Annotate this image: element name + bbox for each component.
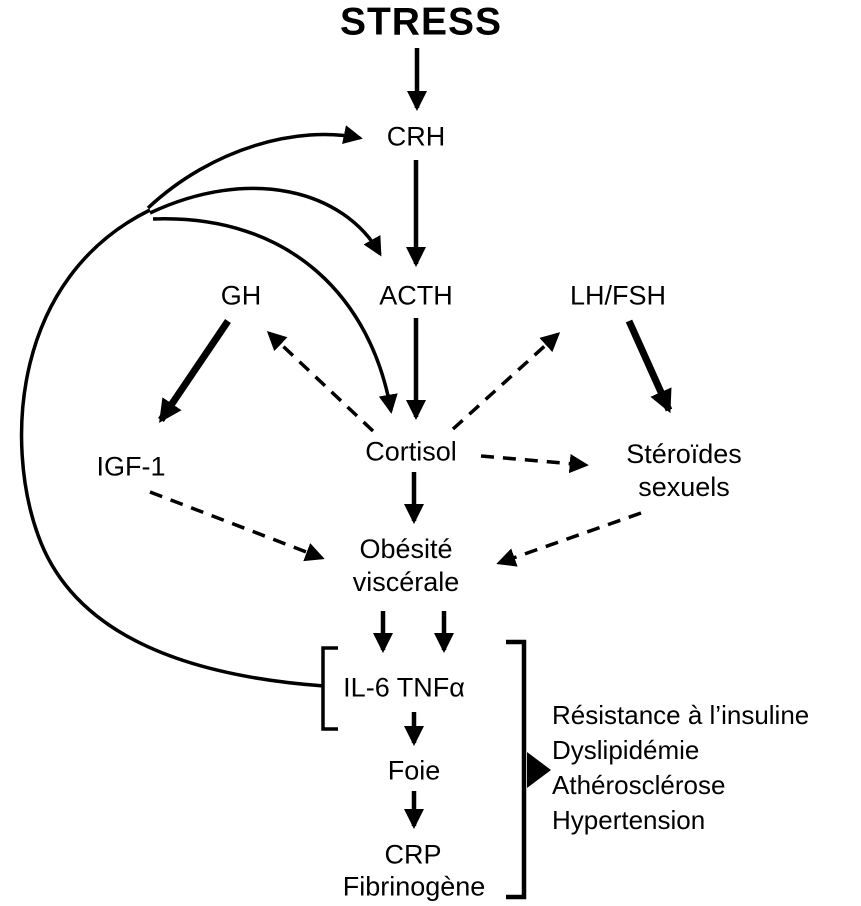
node-steroides-line2: sexuels: [638, 472, 730, 502]
dashed-arrow-steroides-to-obesite: [496, 511, 642, 567]
dashed-arrow-cortisol-to-lhfsh: [451, 332, 561, 431]
dashed-arrow-cortisol-to-steroides: [480, 454, 589, 474]
arrow-gh-to-igf1: [158, 319, 231, 423]
node-obesite-line2: viscérale: [352, 567, 460, 597]
node-gh: GH: [220, 280, 262, 311]
node-lhfsh: LH/FSH: [569, 280, 667, 311]
outcomes-list: Résistance à l’insuline Dyslipidémie Ath…: [552, 698, 809, 838]
node-fibrinogene: Fibrinogène: [342, 871, 486, 902]
feedback-arrow-to-crh: [146, 125, 363, 210]
node-crh: CRH: [386, 121, 446, 152]
node-cortisol: Cortisol: [365, 436, 457, 467]
feedback-trunk-curve: [19, 208, 325, 688]
feedback-arrow-to-acth: [149, 186, 382, 257]
node-il6-tnfa: IL-6 TNFα: [343, 672, 465, 703]
outcome-insulin-resistance: Résistance à l’insuline: [552, 700, 810, 730]
outcome-atherosclerosis: Athérosclérose: [552, 770, 726, 800]
node-obesite-line1: Obésité: [359, 534, 453, 564]
node-obesite-viscerale: Obésité viscérale: [353, 533, 460, 599]
node-igf1: IGF-1: [96, 451, 166, 482]
node-acth: ACTH: [379, 280, 453, 311]
node-steroides-line1: Stéroïdes: [626, 439, 742, 469]
node-foie: Foie: [387, 755, 441, 786]
feedback-arrow-to-cortisol: [152, 217, 398, 414]
dashed-arrow-cortisol-to-gh: [266, 331, 375, 433]
bracket-il6-left: [321, 646, 338, 731]
node-crp: CRP: [384, 839, 442, 870]
node-steroides-sexuels: Stéroïdes sexuels: [626, 438, 742, 504]
outcome-dyslipidemia: Dyslipidémie: [552, 735, 700, 765]
bracket-outcomes-right: [506, 639, 527, 900]
dashed-arrow-igf1-to-obesite: [149, 490, 325, 562]
arrow-lhfsh-to-steroides: [625, 319, 673, 414]
outcomes-pointer-triangle: [527, 752, 551, 788]
node-stress: STRESS: [339, 0, 503, 44]
outcome-hypertension: Hypertension: [552, 805, 706, 835]
